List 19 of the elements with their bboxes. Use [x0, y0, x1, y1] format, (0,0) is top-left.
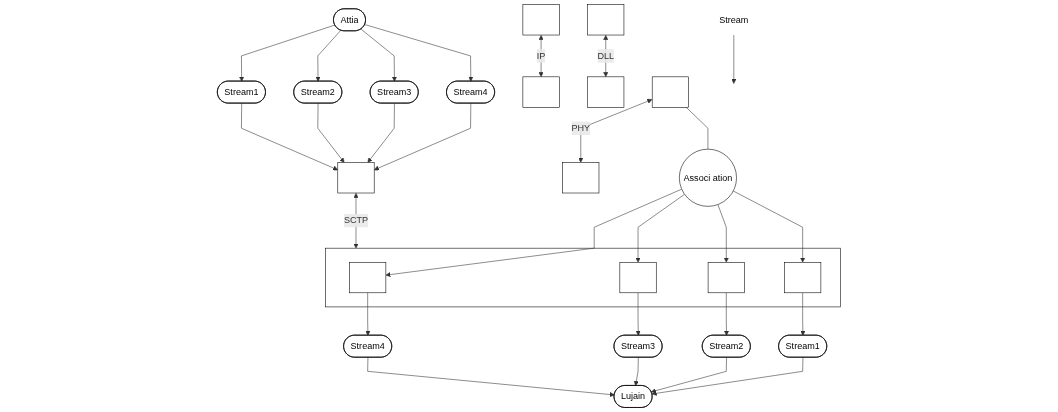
cluster: [325, 247, 841, 308]
node-box: [784, 262, 822, 294]
node-circle: Associ ation: [679, 148, 737, 207]
node-box: [619, 262, 657, 294]
connector: [685, 107, 709, 150]
node-box: [562, 162, 600, 194]
node-box: [587, 4, 625, 36]
node-box: [522, 4, 560, 36]
node-box: [337, 162, 375, 194]
node-text: Stream: [719, 14, 749, 25]
node-box: [707, 262, 745, 294]
edge-label: DLL: [597, 50, 615, 61]
node-box: [349, 262, 387, 294]
edge-label: PHY: [571, 123, 591, 133]
edge-label: IP: [536, 50, 546, 61]
edge-label: SCTP: [343, 215, 369, 226]
node-box: [587, 76, 625, 108]
node-box: [651, 76, 689, 108]
node-box: [522, 76, 560, 108]
